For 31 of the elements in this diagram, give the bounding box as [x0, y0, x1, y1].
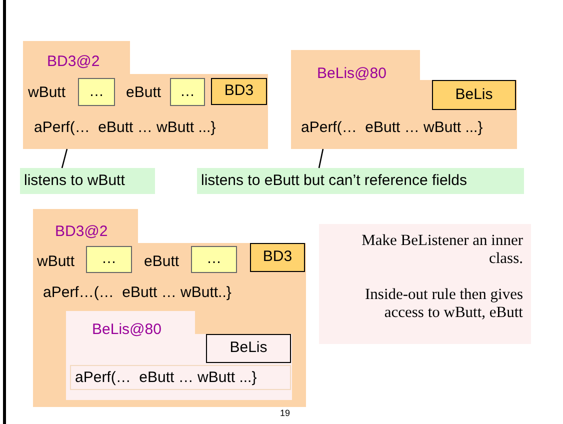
class-box: BeLis [432, 80, 516, 110]
comment-box: listens to wButt [20, 168, 155, 194]
value-box: … [170, 78, 205, 106]
object-name: BeLis@80 [317, 65, 386, 83]
page-number: 19 [280, 407, 290, 420]
class-box: BD3 [211, 78, 267, 105]
object-box [23, 41, 268, 149]
note-text: Make BeListener an inner class. [360, 232, 523, 268]
field-label: eButt [126, 84, 162, 102]
value-box: … [78, 78, 115, 106]
value-box: … [86, 246, 132, 273]
object-name: BD3@2 [55, 223, 108, 241]
field-label: wButt [37, 253, 75, 271]
connector-line [318, 148, 324, 168]
class-box: BeLis [206, 334, 291, 363]
comment-box: listens to eButt but can’t reference fields [197, 168, 524, 194]
inner-object-box [66, 311, 292, 400]
method-text: aPerf(… eButt … wButt ...} [34, 119, 216, 137]
note-text: Inside-out rule then gives access to wButt, eButt [364, 286, 523, 322]
connector-line [61, 148, 68, 168]
method-text: aPerf(… eButt … wButt ...} [301, 119, 483, 137]
method-text: aPerf…(… eButt … wButt..} [43, 284, 232, 302]
class-box: BD3 [250, 243, 305, 272]
object-box [33, 209, 306, 407]
object-box [291, 50, 517, 149]
object-name: BeLis@80 [92, 321, 162, 339]
method-box: aPerf(… eButt … wButt ...} [70, 365, 291, 390]
value-box: … [191, 246, 237, 273]
field-label: eButt [144, 253, 180, 271]
field-label: wButt [28, 84, 66, 102]
object-name: BD3@2 [47, 53, 100, 71]
